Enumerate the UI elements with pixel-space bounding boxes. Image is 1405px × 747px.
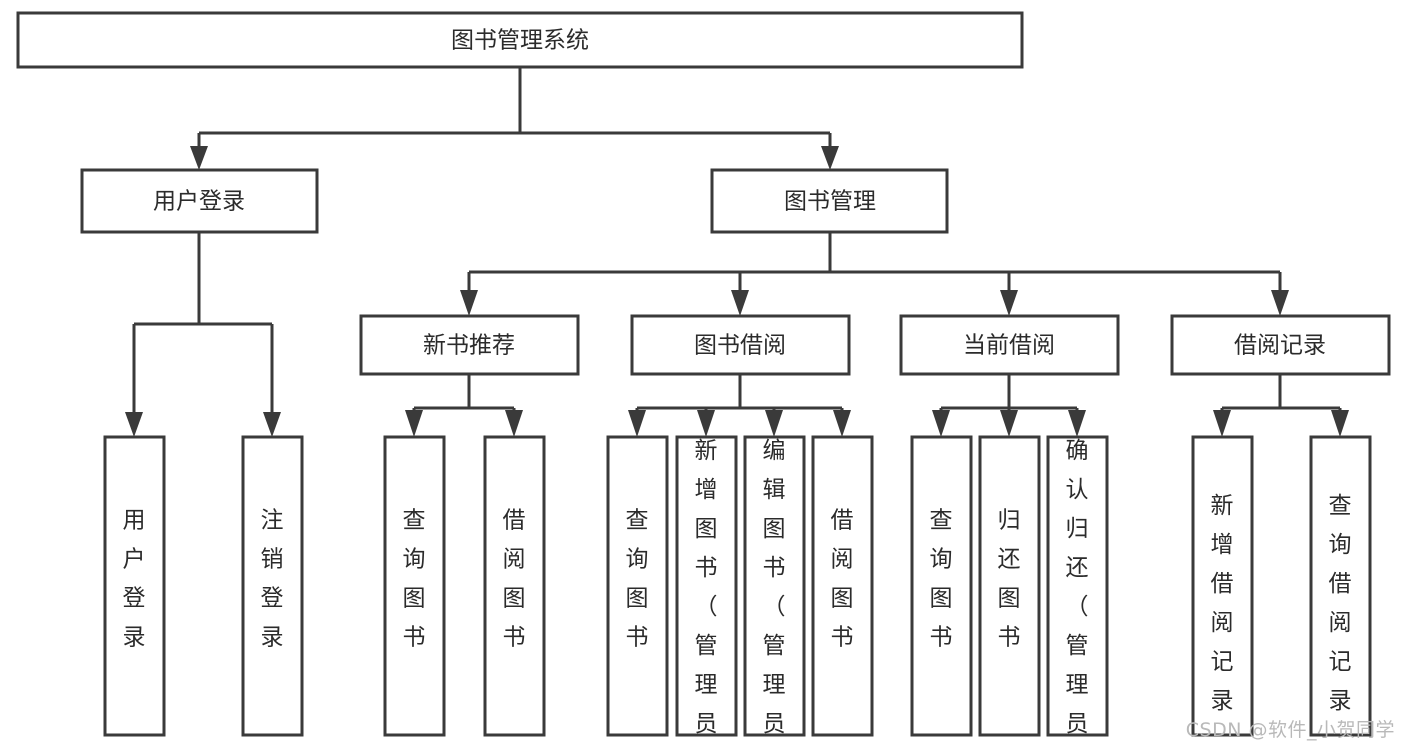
leaf-book-borrow-1-box[interactable] xyxy=(606,435,669,737)
node-new-book-recommend[interactable]: 新书推荐 xyxy=(359,314,580,376)
leaf-book-borrow-1-label: 查询图书 xyxy=(626,508,649,651)
arrowhead-book-mgmt-c4 xyxy=(1271,290,1289,316)
leaf-new-book-1-box[interactable] xyxy=(383,435,446,737)
leaf-borrow-record-1-label: 新增借阅记录 xyxy=(1211,493,1234,714)
leaf-current-borrow-3-label: 确认归还（管理员） xyxy=(1066,438,1089,747)
node-current-borrow-box[interactable] xyxy=(899,314,1120,376)
arrowhead-book-mgmt-c2 xyxy=(731,290,749,316)
node-book-management-box[interactable] xyxy=(710,168,949,234)
leaf-book-borrow-3[interactable]: 编辑图书（管理员） xyxy=(743,435,806,747)
leaf-new-book-1-label: 查询图书 xyxy=(403,508,426,651)
node-user-login[interactable]: 用户登录 xyxy=(80,168,319,234)
leaf-current-borrow-1-label: 查询图书 xyxy=(930,508,953,651)
leaf-book-borrow-3-label: 编辑图书（管理员） xyxy=(763,438,786,747)
leaf-book-borrow-4-box[interactable] xyxy=(811,435,874,737)
leaf-book-borrow-4[interactable]: 借阅图书 xyxy=(811,435,874,737)
leaf-book-borrow-2-box[interactable] xyxy=(675,435,738,737)
leaf-current-borrow-2-box[interactable] xyxy=(978,435,1041,737)
node-current-borrow-label: 当前借阅 xyxy=(963,333,1055,359)
arrowhead-root-to-book-mgmt xyxy=(821,146,839,170)
arrowhead-user-login-leaf1 xyxy=(125,412,143,437)
arrowhead-newbook-l2 xyxy=(505,410,523,437)
node-new-book-recommend-label: 新书推荐 xyxy=(423,333,515,359)
leaf-user-login-2-label: 注销登录 xyxy=(261,508,284,651)
node-borrow-record-box[interactable] xyxy=(1170,314,1391,376)
node-root-box[interactable] xyxy=(16,11,1024,69)
leaf-current-borrow-3-box[interactable] xyxy=(1046,435,1109,737)
arrowhead-user-login-leaf2 xyxy=(263,412,281,437)
leaf-book-borrow-1[interactable]: 查询图书 xyxy=(606,435,669,737)
leaf-book-borrow-3-box[interactable] xyxy=(743,435,806,737)
arrowhead-root-to-user-login xyxy=(190,146,208,170)
leaf-current-borrow-1[interactable]: 查询图书 xyxy=(910,435,973,737)
leaf-current-borrow-1-box[interactable] xyxy=(910,435,973,737)
leaf-borrow-record-2[interactable]: 查询借阅记录 xyxy=(1309,435,1372,737)
leaf-new-book-2[interactable]: 借阅图书 xyxy=(483,435,546,737)
leaf-borrow-record-1[interactable]: 新增借阅记录 xyxy=(1191,435,1254,737)
leaf-new-book-1[interactable]: 查询图书 xyxy=(383,435,446,737)
node-borrow-record-label: 借阅记录 xyxy=(1234,333,1326,359)
node-user-login-box[interactable] xyxy=(80,168,319,234)
leaf-user-login-2[interactable]: 注销登录 xyxy=(241,435,304,737)
leaf-user-login-1-box[interactable] xyxy=(103,435,166,737)
node-borrow-record[interactable]: 借阅记录 xyxy=(1170,314,1391,376)
edge-layer xyxy=(125,67,1349,437)
leaf-book-borrow-2-label: 新增图书（管理员） xyxy=(695,438,718,747)
leaf-user-login-2-box[interactable] xyxy=(241,435,304,737)
node-new-book-recommend-box[interactable] xyxy=(359,314,580,376)
leaf-book-borrow-2[interactable]: 新增图书（管理员） xyxy=(675,435,738,747)
leaf-borrow-record-2-box[interactable] xyxy=(1309,435,1372,737)
leaf-user-login-1[interactable]: 用户登录 xyxy=(103,435,166,737)
node-book-borrow-box[interactable] xyxy=(630,314,851,376)
node-user-login-label: 用户登录 xyxy=(153,189,245,215)
leaf-borrow-record-2-label: 查询借阅记录 xyxy=(1329,493,1352,714)
node-root[interactable]: 图书管理系统 xyxy=(16,11,1024,69)
node-book-management[interactable]: 图书管理 xyxy=(710,168,949,234)
arrowhead-current-l1 xyxy=(932,410,950,437)
leaf-current-borrow-2[interactable]: 归还图书 xyxy=(978,435,1041,737)
arrowhead-book-mgmt-c1 xyxy=(460,290,478,316)
leaf-current-borrow-3[interactable]: 确认归还（管理员） xyxy=(1046,435,1109,747)
arrowhead-borrow-l4 xyxy=(833,410,851,437)
arrowhead-newbook-l1 xyxy=(405,410,423,437)
arrowhead-borrow-l3 xyxy=(765,410,783,437)
arrowhead-book-mgmt-c3 xyxy=(1000,290,1018,316)
node-book-borrow[interactable]: 图书借阅 xyxy=(630,314,851,376)
arrowhead-current-l2 xyxy=(1000,410,1018,437)
arrowhead-record-l2 xyxy=(1331,410,1349,437)
arrowhead-borrow-l2 xyxy=(697,410,715,437)
csdn-watermark: CSDN @软件_小贺同学 xyxy=(1185,719,1395,741)
leaf-user-login-1-label: 用户登录 xyxy=(123,508,146,651)
leaf-new-book-2-label: 借阅图书 xyxy=(503,508,526,651)
node-book-borrow-label: 图书借阅 xyxy=(694,333,786,359)
arrowhead-record-l1 xyxy=(1213,410,1231,437)
leaf-book-borrow-4-label: 借阅图书 xyxy=(831,508,854,651)
arrowhead-current-l3 xyxy=(1068,410,1086,437)
arrowhead-borrow-l1 xyxy=(628,410,646,437)
leaf-borrow-record-1-box[interactable] xyxy=(1191,435,1254,737)
leaf-new-book-2-box[interactable] xyxy=(483,435,546,737)
node-current-borrow[interactable]: 当前借阅 xyxy=(899,314,1120,376)
node-root-label: 图书管理系统 xyxy=(451,28,589,54)
leaf-current-borrow-2-label: 归还图书 xyxy=(998,508,1021,651)
node-book-management-label: 图书管理 xyxy=(784,189,876,215)
